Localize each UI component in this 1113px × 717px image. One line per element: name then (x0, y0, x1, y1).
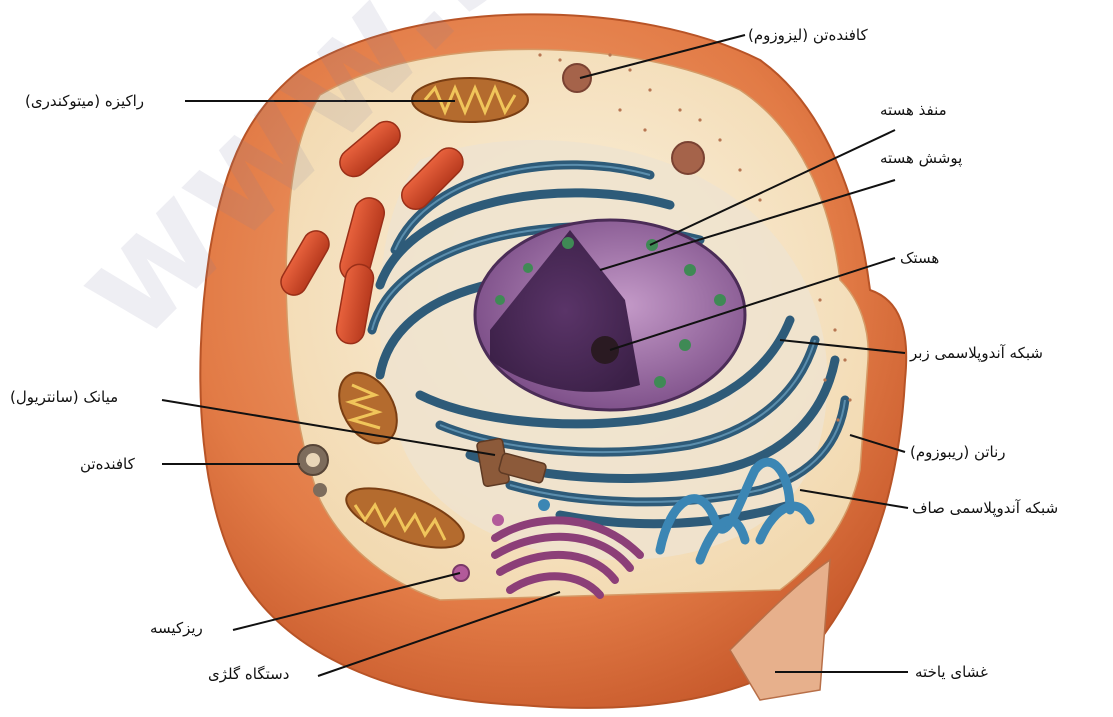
label-lysosome: کافنده‌تن (لیزوزوم) (748, 25, 868, 45)
label-vesicle: ریزکیسه (150, 618, 203, 638)
label-golgi: دستگاه گلژی (208, 664, 289, 684)
label-centriole: میانک (سانتریول) (10, 387, 118, 407)
vesicle-shape-2 (492, 514, 504, 526)
label-ribosome: رناتن (ریبوزوم) (910, 442, 1006, 462)
vesicle-shape-3 (538, 499, 550, 511)
nucleolus-shape (591, 336, 619, 364)
label-nucleolus: هستک (900, 248, 939, 268)
vesicle-shape (453, 565, 469, 581)
label-rough-er: شبکه آندوپلاسمی زبر (910, 343, 1043, 363)
label-mitochondrion: راکیزه (میتوکندری) (25, 91, 144, 111)
label-nuclear-pore: منفذ هسته (880, 100, 947, 120)
label-smooth-er: شبکه آندوپلاسمی صاف (912, 498, 1058, 518)
label-cell-membrane: غشای یاخته (915, 662, 988, 682)
label-lysosome-small: کافنده‌تن (80, 454, 135, 474)
label-nuclear-envelope: پوشش هسته (880, 148, 962, 168)
